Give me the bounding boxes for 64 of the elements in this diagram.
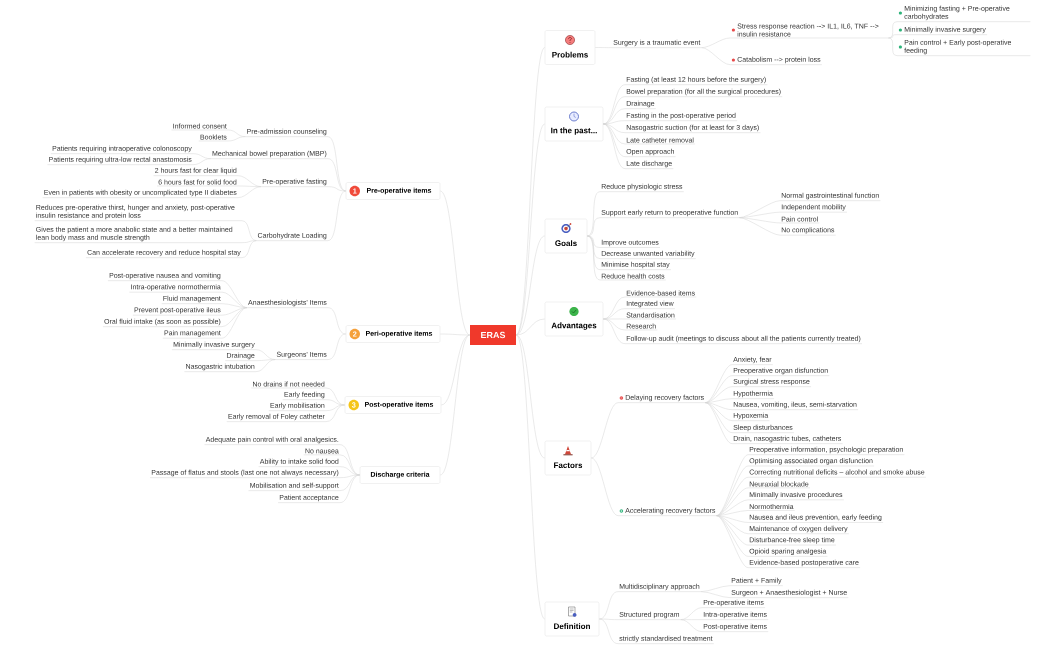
connector	[705, 402, 733, 421]
connector	[701, 37, 731, 48]
connector	[603, 318, 626, 344]
connector	[339, 474, 360, 503]
connector	[221, 280, 248, 308]
connector	[221, 307, 248, 339]
topic-card: Definition	[544, 601, 600, 637]
connector	[701, 47, 731, 65]
connector	[237, 186, 262, 198]
connector	[716, 515, 749, 568]
topic-card: Problems	[544, 30, 596, 65]
connector	[325, 404, 345, 411]
connector	[339, 466, 360, 476]
connector	[325, 404, 345, 422]
connector	[716, 515, 749, 557]
connector	[739, 217, 781, 236]
connector	[705, 364, 733, 403]
connector	[327, 190, 346, 241]
connector	[440, 190, 471, 336]
connector	[325, 399, 345, 406]
connector	[680, 607, 703, 620]
connector	[587, 191, 601, 237]
connector	[515, 334, 545, 459]
connector	[227, 136, 246, 142]
topic-card: Factors	[544, 440, 592, 476]
connector	[603, 123, 626, 145]
connector	[327, 136, 346, 192]
connector	[603, 123, 626, 169]
connector	[441, 334, 471, 406]
connector	[327, 186, 346, 192]
connector	[227, 129, 246, 137]
connector	[192, 158, 212, 165]
connector	[241, 240, 257, 258]
connector	[888, 21, 898, 39]
connector	[888, 34, 898, 39]
connector	[705, 375, 733, 403]
connector	[739, 200, 781, 218]
connector	[599, 618, 619, 644]
connector	[587, 235, 601, 259]
connector	[255, 359, 276, 372]
connector	[680, 619, 703, 632]
connector	[515, 318, 545, 336]
connector	[888, 37, 898, 56]
topic-card: Goals	[544, 218, 588, 254]
connector	[599, 591, 619, 620]
connector	[591, 457, 619, 516]
connector	[339, 454, 360, 476]
connector	[255, 349, 276, 360]
connector	[515, 235, 545, 336]
connector	[515, 334, 545, 620]
connector	[327, 158, 346, 192]
connector	[587, 217, 601, 237]
topic-card: In the past...	[544, 106, 604, 142]
connector	[603, 84, 626, 125]
connector	[603, 296, 626, 320]
topic-card: Advantages	[544, 301, 604, 337]
connector	[603, 123, 626, 157]
central-topic: ERAS	[470, 325, 516, 345]
connector	[515, 123, 545, 336]
connector	[241, 220, 257, 241]
connector	[705, 402, 733, 444]
connector	[700, 591, 731, 598]
connector	[440, 334, 471, 476]
connector	[587, 235, 601, 281]
